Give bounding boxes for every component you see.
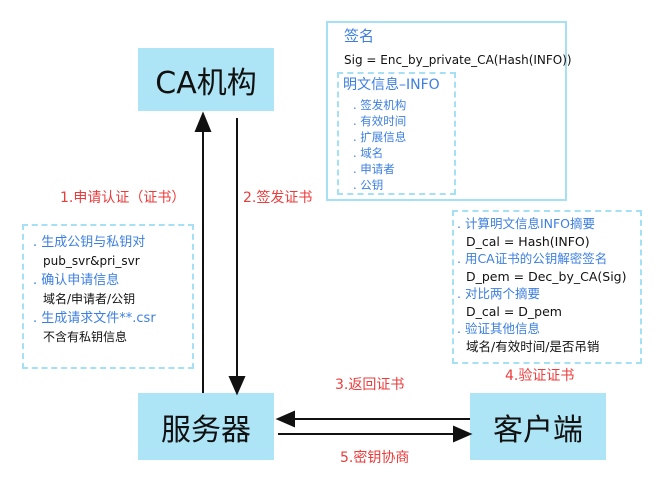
note-heading: . 生成请求文件**.csr (33, 311, 156, 326)
step-4-label: 4.验证证书 (505, 368, 575, 384)
info-box (337, 72, 456, 195)
note-detail: 域名/申请者/公钥 (43, 292, 136, 306)
note-heading: . 对比两个摘要 (457, 286, 540, 301)
info-item: . 公钥 (353, 178, 384, 192)
client-note: . 计算明文信息INFO摘要 D_cal = Hash(INFO) . 用CA证… (457, 215, 627, 355)
signature-formula: Sig = Enc_by_private_CA(Hash(INFO)) (344, 53, 572, 67)
note-detail: D_pem = Dec_by_CA(Sig) (466, 268, 627, 284)
note-heading: . 验证其他信息 (457, 321, 540, 336)
step-5-label: 5.密钥协商 (340, 450, 410, 466)
note-heading: . 计算明文信息INFO摘要 (457, 216, 596, 231)
info-list: . 签发机构 . 有效时间 . 扩展信息 . 域名 . 申请者 . 公钥 (353, 97, 406, 193)
note-heading: . 用CA证书的公钥解密签名 (457, 251, 608, 266)
arrow-request-head (194, 111, 212, 132)
arrow-issue-head (228, 376, 246, 396)
info-item: . 有效时间 (353, 114, 407, 128)
signature-title: 签名 (344, 27, 375, 45)
ca-node: CA机构 (138, 48, 274, 111)
note-heading: . 生成公钥与私钥对 (33, 235, 146, 250)
note-heading: . 确认申请信息 (33, 273, 120, 288)
info-item: . 扩展信息 (353, 130, 407, 144)
info-title: 明文信息–INFO (343, 77, 440, 93)
arrow-return-head (275, 410, 295, 428)
step-3-label: 3.返回证书 (335, 377, 405, 393)
client-note-box (452, 210, 642, 364)
server-note-box (22, 224, 194, 369)
arrow-negotiate-head (453, 425, 473, 443)
signature-box (326, 21, 567, 201)
step-1-label: 1.申请认证（证书） (60, 190, 186, 206)
info-item: . 签发机构 (353, 98, 407, 112)
info-item: . 域名 (353, 146, 384, 160)
server-note: . 生成公钥与私钥对 pub_svr&pri_svr . 确认申请信息 域名/申… (33, 233, 156, 347)
note-detail: 域名/有效时间/是否吊销 (466, 338, 600, 354)
server-node: 服务器 (138, 393, 274, 460)
step-2-label: 2.签发证书 (243, 190, 313, 206)
note-detail: 不含有私钥信息 (43, 330, 128, 344)
note-detail: D_cal = Hash(INFO) (466, 233, 590, 249)
client-node: 客户端 (470, 393, 606, 460)
note-detail: pub_svr&pri_svr (43, 254, 140, 268)
info-item: . 申请者 (353, 162, 395, 176)
note-detail: D_cal = D_pem (466, 303, 562, 319)
